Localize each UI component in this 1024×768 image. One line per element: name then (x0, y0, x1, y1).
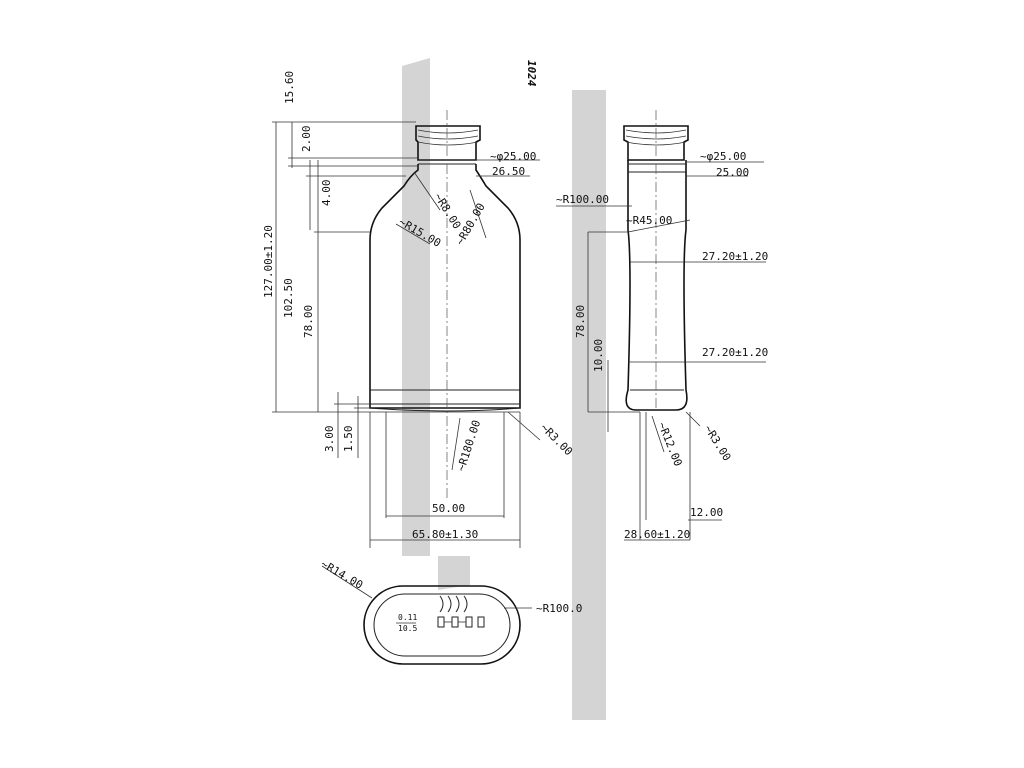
front-dim-base-recess: 1.50 (342, 426, 355, 453)
watermark-glass-shape (402, 58, 470, 590)
watermark-text: 1024 (525, 60, 538, 87)
side-dim-foot-radius: ~R12.00 (655, 420, 684, 468)
side-dim-shoulder-radius: ~R100.00 (556, 193, 609, 206)
front-dim-base-width: 50.00 (432, 502, 465, 515)
front-dim-neck-radius: ~R8.00 (431, 191, 463, 232)
side-dim-base-height: 10.00 (592, 339, 605, 372)
front-body-outline (369, 164, 521, 409)
side-body-outline (625, 160, 688, 411)
front-dim-neck-height: 4.00 (320, 180, 333, 207)
bottom-dim-side-radius: ~R100.0 (536, 602, 582, 615)
front-dim-neck-diameter: ~φ25.00 (490, 150, 536, 163)
side-dim-corner-radius: ~R3.00 (701, 423, 733, 464)
front-leader-lines (395, 171, 541, 471)
side-dim-foot-width: 12.00 (690, 506, 723, 519)
side-dim-lower-thickness: 27.20±1.20 (702, 346, 768, 359)
front-dim-body-height: 102.50 (282, 278, 295, 318)
front-dim-finish-width: 26.50 (492, 165, 525, 178)
bottom-stipple-arcs (439, 595, 468, 613)
bottom-dim-end-radius: ~R14.00 (319, 557, 366, 591)
front-dim-body-width: 65.80±1.30 (412, 528, 478, 541)
side-dim-side-radius: ~R45.00 (626, 214, 672, 227)
front-dim-lines-vertical (272, 121, 520, 458)
front-dim-base-step: 3.00 (323, 426, 336, 453)
front-dim-lines-horizontal (369, 159, 540, 548)
watermark-band (572, 90, 606, 720)
bottom-marking-top: 0.11 (398, 613, 417, 622)
bottom-inner-outline (373, 593, 511, 657)
side-dim-straight-height: 78.00 (574, 305, 587, 338)
bottom-leader-lines (321, 565, 532, 609)
front-dim-overall-height: 127.00±1.20 (262, 225, 275, 298)
front-dim-top-height: 15.60 (283, 71, 296, 104)
bottom-marking-boxes (437, 616, 485, 628)
side-dim-upper-thickness: 27.20±1.20 (702, 250, 768, 263)
front-dim-bottom-edge-radius: ~R3.00 (538, 421, 575, 458)
front-dim-straight-height: 78.00 (302, 305, 315, 338)
front-thread-lines (417, 129, 479, 146)
front-base-lines (369, 389, 521, 412)
bottom-marking-bottom: 10.5 (398, 624, 417, 633)
watermark: 1024 (402, 58, 606, 720)
front-dim-finish-height: 2.00 (300, 126, 313, 153)
side-dim-lines (556, 161, 766, 541)
side-dim-body-thickness: 28.60±1.20 (624, 528, 690, 541)
bottom-outer-outline (363, 585, 521, 665)
side-finish-outline (623, 125, 689, 161)
side-inner-lines (628, 163, 686, 391)
side-dim-neck-diameter: ~φ25.00 (700, 150, 746, 163)
side-dim-neck-width: 25.00 (716, 166, 749, 179)
